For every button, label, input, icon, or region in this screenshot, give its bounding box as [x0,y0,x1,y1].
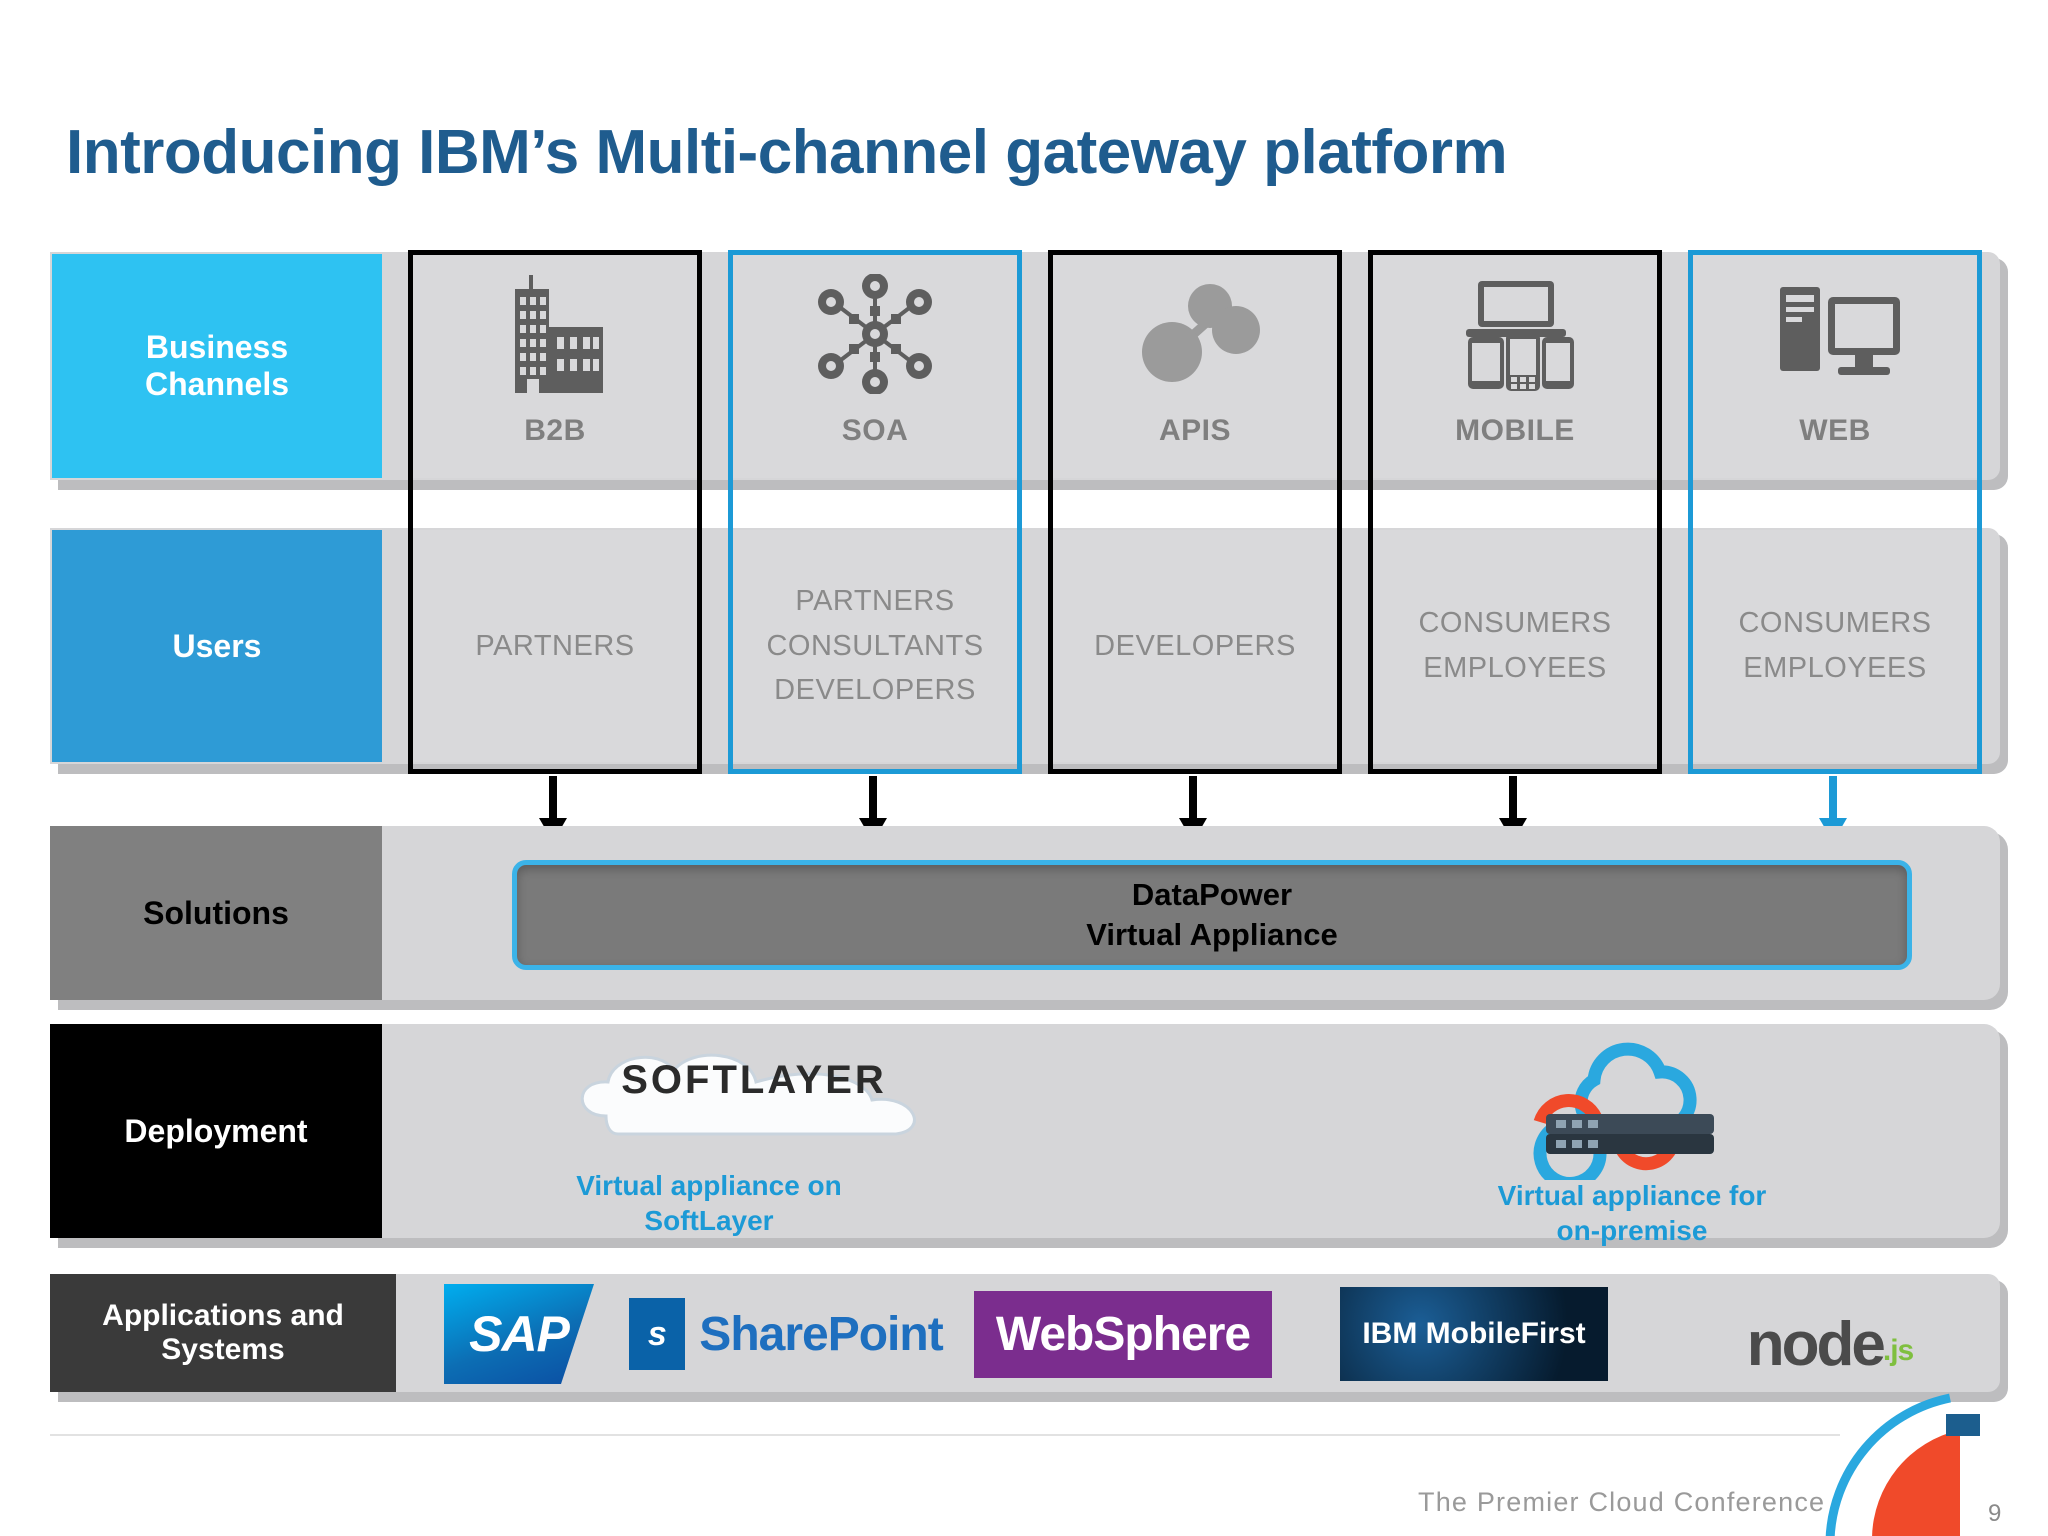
user-cell-soa[interactable]: PARTNERS CONSULTANTS DEVELOPERS [730,530,1020,762]
user-cell-b2b[interactable]: PARTNERS [410,530,700,762]
brand-arc-decoration [1825,1393,1980,1536]
page-number: 9 [1988,1500,2002,1527]
sap-logo-text: SAP [469,1306,570,1362]
channel-label-soa: SOA [841,414,909,447]
channel-cell-b2b[interactable]: B2B [410,254,700,478]
api-nodes-icon [1142,284,1260,382]
deployment-caption-on-premise-line2: on-premise [1556,1215,1708,1246]
channel-cell-web[interactable]: WEB [1690,254,1980,478]
sap-logo[interactable]: SAP [434,1284,604,1384]
user-line: EMPLOYEES [1423,652,1607,684]
ibm-mobilefirst-box: IBM MobileFirst [1340,1287,1608,1381]
user-line: PARTNERS [795,584,955,617]
ibm-mobilefirst-logo-text: IBM MobileFirst [1362,1317,1586,1350]
sharepoint-mark-icon: s [629,1298,686,1370]
row-label-applications-line2: Systems [161,1333,285,1366]
sap-badge: SAP [444,1284,594,1384]
row-label-business-channels: Business Channels [52,254,382,478]
row-label-users: Users [52,530,382,762]
datapower-virtual-appliance-pill[interactable]: DataPower Virtual Appliance [512,860,1912,970]
footer-conference-text: The Premier Cloud Conference [1418,1487,1826,1517]
user-line: DEVELOPERS [1094,629,1296,662]
desktop-computer-icon [1780,287,1900,375]
ibm-mobilefirst-logo[interactable]: IBM MobileFirst [1340,1282,1608,1386]
service-network-icon [818,274,932,394]
row-label-deployment: Deployment [50,1024,382,1238]
channel-cell-mobile[interactable]: MOBILE [1370,254,1660,478]
nodejs-logo[interactable]: node .js [1690,1288,1970,1380]
row-label-business-channels-line1: Business [145,329,289,366]
sharepoint-mark-letter: s [647,1314,667,1353]
sharepoint-logo[interactable]: s SharePoint [626,1288,946,1380]
softlayer-cloud-icon [580,1053,916,1136]
datapower-pill-line1: DataPower [1131,876,1293,912]
softlayer-wordmark: SOFTLAYER [621,1058,887,1102]
row-label-business-channels-line2: Channels [144,366,290,402]
websphere-box: WebSphere [973,1290,1273,1378]
user-line: CONSULTANTS [766,629,984,662]
user-cell-apis[interactable]: DEVELOPERS [1050,530,1340,762]
user-cell-web[interactable]: CONSUMERS EMPLOYEES [1690,530,1980,762]
channel-label-web: WEB [1799,414,1871,447]
row-label-applications-line1: Applications and [102,1298,344,1332]
page-title: Introducing IBM’s Multi-channel gateway … [66,118,1508,187]
user-line: DEVELOPERS [774,674,976,707]
nodejs-logo-suffix: .js [1882,1334,1914,1367]
user-line: CONSUMERS [1418,607,1612,640]
channel-label-b2b: B2B [524,414,586,447]
channel-label-mobile: MOBILE [1455,414,1575,447]
mobile-devices-icon [1466,281,1574,391]
channel-label-apis: APIS [1158,414,1232,447]
row-label-solutions: Solutions [50,826,382,1000]
channel-cell-soa[interactable]: SOA [730,254,1020,478]
user-cell-mobile[interactable]: CONSUMERS EMPLOYEES [1370,530,1660,762]
office-building-icon [515,275,603,393]
deployment-caption-softlayer-line1: Virtual appliance on [576,1170,842,1201]
deployment-caption-softlayer: Virtual appliance on SoftLayer [564,1168,854,1238]
footer-divider [50,1434,1840,1436]
row-label-users-text: Users [172,627,262,664]
nodejs-logo-text: node [1746,1310,1886,1379]
user-line: CONSUMERS [1738,607,1932,640]
websphere-logo-text: WebSphere [995,1307,1251,1361]
deployment-caption-on-premise-line1: Virtual appliance for [1497,1180,1767,1211]
sharepoint-logo-text: SharePoint [699,1307,943,1361]
deployment-caption-on-premise: Virtual appliance for on-premise [1462,1178,1802,1248]
datapower-pill-line2: Virtual Appliance [1086,917,1338,952]
row-label-applications: Applications and Systems [50,1274,396,1392]
softlayer-logo-text: SOFTLAYER [614,1058,894,1103]
channel-cell-apis[interactable]: APIS [1050,254,1340,478]
user-line: PARTNERS [475,629,635,662]
row-label-deployment-text: Deployment [124,1112,308,1149]
deployment-caption-softlayer-line2: SoftLayer [644,1205,774,1236]
on-premise-appliance-icon [1533,1042,1714,1180]
row-label-solutions-text: Solutions [143,894,289,931]
websphere-logo[interactable]: WebSphere [968,1288,1278,1380]
user-line: EMPLOYEES [1743,652,1927,684]
